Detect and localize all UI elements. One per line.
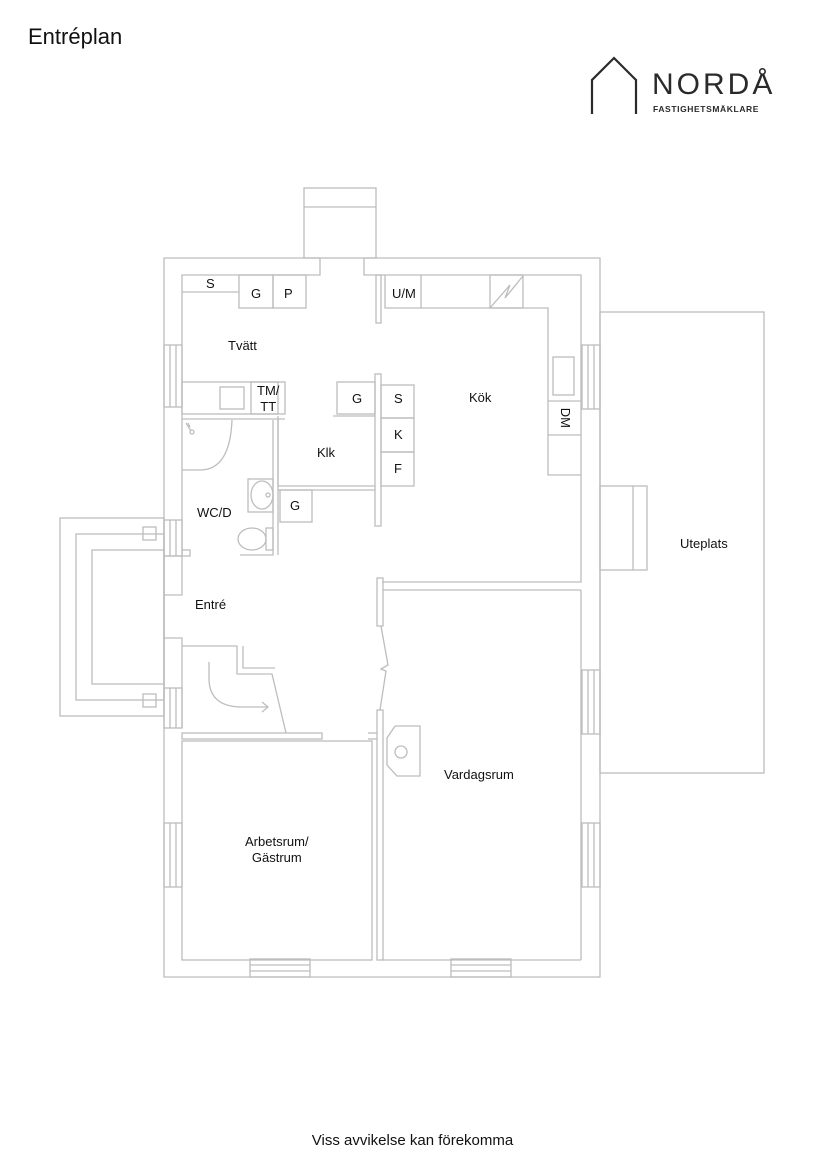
entrance-porch — [59, 517, 183, 728]
fixture-label-p: P — [284, 286, 293, 301]
kitchen-counters — [374, 274, 581, 527]
bathroom — [181, 419, 279, 557]
logo-tagline: FASTIGHETSMÄKLARE — [653, 104, 760, 114]
fixture-label-tm-tt: TM/ TT — [257, 383, 279, 414]
fireplace — [386, 725, 421, 777]
disclaimer: Viss avvikelse kan förekomma — [311, 1132, 514, 1149]
laundry-fixtures — [181, 274, 307, 420]
fixture-label-tm: TM/ — [257, 383, 280, 398]
room-label-kok: Kök — [469, 390, 492, 405]
page-title: Entréplan — [28, 24, 123, 49]
fixture-label-tt: TT — [260, 398, 277, 414]
room-label-arbetsrum: Arbetsrum/ Gästrum — [245, 834, 309, 865]
room-label-vardagsrum: Vardagsrum — [444, 767, 514, 782]
room-label-tvatt: Tvätt — [228, 338, 257, 353]
fixture-label-sink-laundry: S — [206, 276, 215, 291]
room-label-entre: Entré — [195, 597, 227, 612]
exterior-walls — [163, 257, 601, 978]
interior-walls — [181, 577, 582, 961]
fixture-label-cabinet-wc: G — [290, 498, 301, 513]
fixture-label-dishwasher: DM — [557, 407, 573, 428]
brand-logo: NORDÅ FASTIGHETSMÄKLARE — [588, 56, 778, 118]
fixture-label-um: U/M — [392, 286, 416, 301]
house-outline-icon — [590, 56, 638, 114]
chimney — [303, 187, 377, 259]
fixture-label-cabinet-laundry: G — [251, 286, 262, 301]
room-label-arbetsrum-line2: Gästrum — [251, 849, 302, 865]
fixture-label-freezer: F — [394, 461, 402, 476]
room-label-arbetsrum-line1: Arbetsrum/ — [245, 834, 309, 849]
room-label-klk: Klk — [317, 445, 336, 460]
room-label-uteplats: Uteplats — [680, 536, 728, 551]
room-label-wcd: WC/D — [197, 505, 232, 520]
fixture-label-cabinet-klk: G — [352, 391, 363, 406]
fixture-label-fridge: K — [394, 427, 403, 442]
patio — [599, 311, 765, 774]
fixture-label-sink-kitchen: S — [394, 391, 403, 406]
staircase — [181, 645, 323, 740]
logo-wordmark: NORDÅ — [652, 68, 776, 101]
